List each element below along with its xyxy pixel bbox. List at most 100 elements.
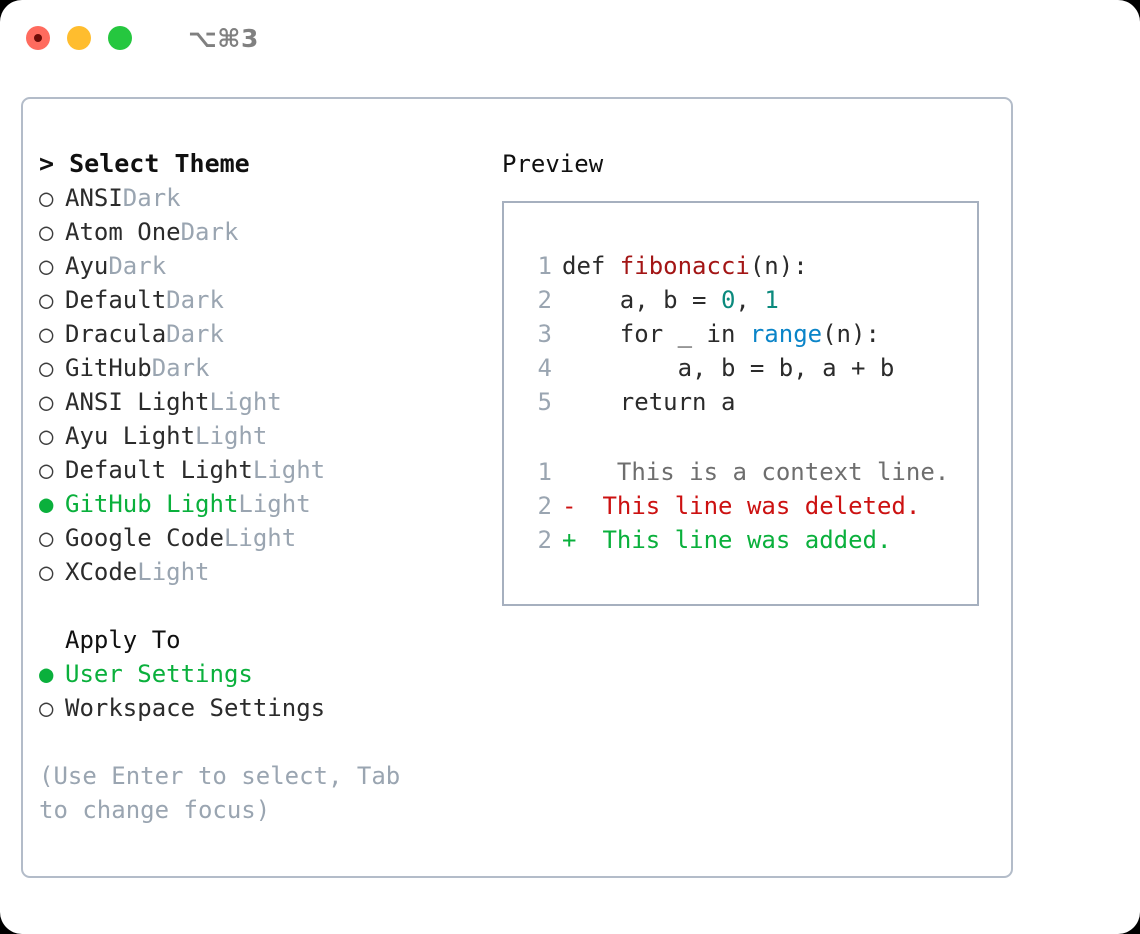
diff-line-deleted: 2 - This line was deleted.: [504, 489, 977, 523]
theme-option-label: GitHub Light: [65, 490, 239, 518]
window-controls: [26, 26, 132, 50]
diff-sign: -: [562, 492, 577, 520]
theme-option-github-light[interactable]: ● GitHub Light Light: [39, 487, 469, 521]
theme-option-label: Default: [65, 286, 167, 314]
line-number: 2: [537, 286, 552, 314]
code-token: (n):: [749, 252, 808, 280]
theme-option-xcode-light[interactable]: ○ XCode Light: [39, 555, 469, 589]
radio-icon: ○: [39, 218, 54, 246]
code-token: 1: [764, 286, 779, 314]
code-token: for _ in: [562, 320, 750, 348]
diff-spacer: [504, 419, 977, 455]
theme-option-variant: Light: [195, 422, 268, 450]
line-number: 3: [537, 320, 552, 348]
minimize-window-button[interactable]: [67, 26, 91, 50]
radio-icon: ○: [39, 422, 54, 450]
line-number: 1: [537, 458, 552, 486]
preview-heading: Preview: [502, 150, 604, 178]
maximize-window-button[interactable]: [108, 26, 132, 50]
theme-selection-column: > Select Theme ○ ANSI Dark ○ Atom One Da…: [39, 147, 469, 827]
theme-option-variant: Light: [223, 524, 297, 552]
theme-option-default-dark[interactable]: ○ Default Dark: [39, 283, 469, 317]
diff-text: This is a context line.: [588, 458, 950, 486]
code-token: def: [562, 252, 620, 280]
title-bar: ⌥⌘3: [0, 0, 1140, 76]
radio-icon: ○: [39, 558, 54, 586]
radio-icon: ○: [39, 184, 54, 212]
apply-to-heading-row: Apply To: [39, 623, 469, 657]
theme-option-ansi-dark[interactable]: ○ ANSI Dark: [39, 181, 469, 215]
diff-line-added: 2 + This line was added.: [504, 523, 977, 557]
theme-option-label: ANSI Light: [65, 388, 210, 416]
code-line: 4 a, b = b, a + b: [504, 351, 977, 385]
theme-option-variant: Light: [137, 558, 210, 586]
apply-to-option-workspace-settings[interactable]: ○ Workspace Settings: [39, 691, 469, 725]
radio-icon: ○: [39, 320, 54, 348]
diff-sign: +: [562, 526, 577, 554]
theme-option-ansi-light[interactable]: ○ ANSI Light Light: [39, 385, 469, 419]
theme-option-google-code-light[interactable]: ○ Google Code Light: [39, 521, 469, 555]
apply-to-option-label: Workspace Settings: [65, 694, 326, 722]
keyboard-hint-text: (Use Enter to select, Tab to change focu…: [39, 762, 415, 824]
close-window-button[interactable]: [26, 26, 50, 50]
select-theme-heading: > Select Theme: [39, 149, 250, 178]
preview-column: Preview 1 def fibonacci(n): 2 a, b = 0, …: [502, 147, 992, 606]
preview-box: 1 def fibonacci(n): 2 a, b = 0, 1 3 for …: [502, 201, 979, 606]
code-token: fibonacci: [619, 252, 750, 280]
apply-to-option-label: User Settings: [65, 660, 253, 688]
apply-to-option-user-settings[interactable]: ● User Settings: [39, 657, 469, 691]
radio-icon: ○: [39, 456, 54, 484]
keyboard-shortcut-label: ⌥⌘3: [188, 23, 259, 53]
theme-option-variant: Light: [209, 388, 282, 416]
diff-sign: [562, 455, 588, 489]
theme-option-label: Ayu: [65, 252, 109, 280]
theme-option-label: ANSI: [65, 184, 123, 212]
theme-option-ayu-dark[interactable]: ○ Ayu Dark: [39, 249, 469, 283]
line-number: 2: [537, 492, 552, 520]
theme-option-list: ○ ANSI Dark ○ Atom One Dark ○ Ayu Dark: [39, 181, 469, 589]
radio-icon: ○: [39, 524, 54, 552]
code-token: (n):: [822, 320, 880, 348]
theme-option-label: XCode: [65, 558, 138, 586]
diff-text: This line was deleted.: [588, 492, 921, 520]
theme-option-variant: Dark: [166, 286, 224, 314]
radio-icon: ○: [39, 354, 54, 382]
radio-selected-icon: ●: [39, 660, 54, 688]
diff-line-context: 1 This is a context line.: [504, 455, 977, 489]
radio-selected-icon: ●: [39, 490, 54, 518]
radio-icon: ○: [39, 252, 54, 280]
content-panel: > Select Theme ○ ANSI Dark ○ Atom One Da…: [21, 97, 1013, 878]
theme-option-label: GitHub: [65, 354, 152, 382]
line-number: 2: [537, 526, 552, 554]
theme-option-label: Dracula: [65, 320, 167, 348]
section-spacer: [39, 589, 469, 623]
radio-icon: ○: [39, 694, 54, 722]
theme-option-label: Ayu Light: [65, 422, 196, 450]
code-line: 2 a, b = 0, 1: [504, 283, 977, 317]
code-token: ,: [735, 286, 765, 314]
theme-option-label: Google Code: [65, 524, 224, 552]
radio-icon: ○: [39, 286, 54, 314]
line-number: 5: [537, 388, 552, 416]
code-line: 1 def fibonacci(n):: [504, 249, 977, 283]
line-number: 1: [537, 252, 552, 280]
code-token: a, b =: [562, 286, 721, 314]
panel-columns: > Select Theme ○ ANSI Dark ○ Atom One Da…: [23, 99, 1011, 876]
theme-option-atom-one-dark[interactable]: ○ Atom One Dark: [39, 215, 469, 249]
radio-icon: ○: [39, 388, 54, 416]
theme-option-default-light[interactable]: ○ Default Light Light: [39, 453, 469, 487]
code-token: range: [749, 320, 823, 348]
theme-option-variant: Dark: [122, 184, 181, 212]
theme-option-variant: Dark: [166, 320, 224, 348]
code-token: 0: [720, 286, 736, 314]
theme-option-variant: Dark: [108, 252, 167, 280]
theme-option-dracula-dark[interactable]: ○ Dracula Dark: [39, 317, 469, 351]
apply-to-heading: Apply To: [65, 626, 181, 654]
code-line: 3 for _ in range(n):: [504, 317, 977, 351]
theme-option-variant: Dark: [151, 354, 210, 382]
theme-option-github-dark[interactable]: ○ GitHub Dark: [39, 351, 469, 385]
theme-option-variant: Light: [238, 490, 311, 518]
theme-option-variant: Light: [252, 456, 326, 484]
theme-option-ayu-light[interactable]: ○ Ayu Light Light: [39, 419, 469, 453]
